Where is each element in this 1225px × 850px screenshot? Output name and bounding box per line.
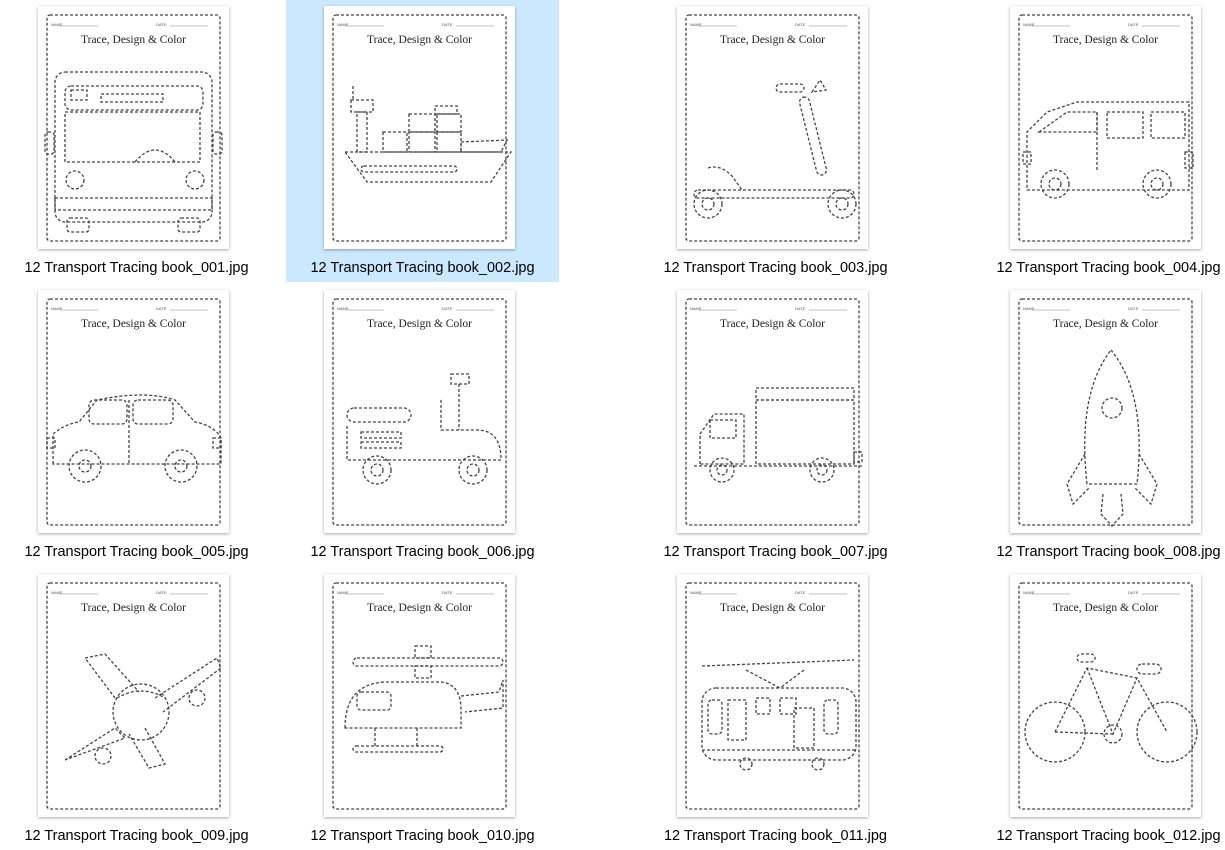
sheet-name-label: NAME	[337, 22, 349, 27]
file-item[interactable]: NAME DATE Trace, Design & Color 12 Transp…	[639, 0, 912, 282]
file-thumbnail: NAME DATE Trace, Design & Color	[38, 574, 229, 817]
sheet-date-label: DATE	[795, 22, 806, 27]
scooter-icon	[685, 14, 860, 242]
file-name[interactable]: 12 Transport Tracing book_006.jpg	[310, 544, 535, 560]
sheet-date-label: DATE	[156, 306, 167, 311]
sheet-name-label: NAME	[1023, 306, 1035, 311]
file-thumbnail: NAME DATE Trace, Design & Color	[677, 6, 868, 249]
file-item[interactable]: NAME DATE Trace, Design & Color 12 Transp…	[639, 568, 912, 850]
file-name[interactable]: 12 Transport Tracing book_011.jpg	[663, 828, 887, 844]
file-thumbnail: NAME DATE Trace, Design & Color	[324, 574, 515, 817]
file-item[interactable]: NAME DATE Trace, Design & Color 12 Transp…	[286, 0, 559, 282]
file-thumbnail: NAME DATE Trace, Design & Color	[324, 290, 515, 533]
sheet-title: Trace, Design & Color	[367, 602, 472, 614]
tram-icon	[685, 582, 860, 810]
sheet-name-label: NAME	[1023, 590, 1035, 595]
rocket-icon	[1018, 298, 1193, 527]
file-item[interactable]: NAME DATE Trace, Design & Color 12 Transp…	[286, 284, 559, 566]
file-thumbnail: NAME DATE Trace, Design & Color	[677, 290, 868, 533]
bus-icon	[44, 14, 223, 242]
sheet-date-label: DATE	[1128, 306, 1139, 311]
file-name[interactable]: 12 Transport Tracing book_004.jpg	[996, 260, 1221, 276]
file-item[interactable]: NAME DATE Trace, Design & Color 12 Transp…	[972, 0, 1225, 282]
sheet-date-label: DATE	[156, 22, 167, 27]
sheet-date-label: DATE	[442, 22, 453, 27]
sheet-name-label: NAME	[1023, 22, 1035, 27]
sheet-title: Trace, Design & Color	[367, 318, 472, 330]
file-thumbnail: NAME DATE Trace, Design & Color	[677, 574, 868, 817]
file-name[interactable]: 12 Transport Tracing book_002.jpg	[310, 260, 535, 276]
sheet-title: Trace, Design & Color	[367, 34, 472, 46]
file-thumbnail: NAME DATE Trace, Design & Color	[38, 290, 229, 533]
sheet-name-label: NAME	[690, 590, 702, 595]
sheet-date-label: DATE	[1128, 590, 1139, 595]
file-name[interactable]: 12 Transport Tracing book_007.jpg	[663, 544, 888, 560]
sheet-date-label: DATE	[156, 590, 167, 595]
file-name[interactable]: 12 Transport Tracing book_009.jpg	[24, 828, 249, 844]
file-thumbnail: NAME DATE Trace, Design & Color	[1010, 6, 1201, 249]
sheet-title: Trace, Design & Color	[1053, 602, 1158, 614]
sheet-date-label: DATE	[442, 306, 453, 311]
file-item[interactable]: NAME DATE Trace, Design & Color 12 Transp…	[0, 0, 273, 282]
ship-icon	[332, 14, 513, 242]
file-item[interactable]: NAME DATE Trace, Design & Color 12 Transp…	[639, 284, 912, 566]
sheet-title: Trace, Design & Color	[81, 602, 186, 614]
sheet-name-label: NAME	[51, 590, 63, 595]
file-item[interactable]: NAME DATE Trace, Design & Color 12 Transp…	[0, 284, 273, 566]
file-item[interactable]: NAME DATE Trace, Design & Color 12 Transp…	[286, 568, 559, 850]
sheet-title: Trace, Design & Color	[720, 318, 825, 330]
sheet-name-label: NAME	[51, 22, 63, 27]
sheet-name-label: NAME	[51, 306, 63, 311]
sheet-title: Trace, Design & Color	[1053, 34, 1158, 46]
file-name[interactable]: 12 Transport Tracing book_001.jpg	[24, 260, 249, 276]
file-thumbnail: NAME DATE Trace, Design & Color	[324, 6, 515, 249]
motor-scooter-icon	[332, 298, 507, 526]
file-name[interactable]: 12 Transport Tracing book_003.jpg	[663, 260, 888, 276]
sheet-title: Trace, Design & Color	[81, 34, 186, 46]
sheet-date-label: DATE	[795, 590, 806, 595]
sheet-title: Trace, Design & Color	[720, 602, 825, 614]
airplane-icon	[46, 582, 222, 810]
sheet-name-label: NAME	[690, 306, 702, 311]
truck-icon	[685, 298, 863, 526]
file-name[interactable]: 12 Transport Tracing book_005.jpg	[24, 544, 249, 560]
van-icon	[1018, 14, 1194, 242]
sheet-date-label: DATE	[795, 306, 806, 311]
car-icon	[46, 298, 222, 526]
bicycle-icon	[1018, 582, 1198, 810]
sheet-name-label: NAME	[337, 306, 349, 311]
sheet-title: Trace, Design & Color	[81, 318, 186, 330]
file-name[interactable]: 12 Transport Tracing book_012.jpg	[996, 828, 1221, 844]
file-item[interactable]: NAME DATE Trace, Design & Color 12 Transp…	[0, 568, 273, 850]
sheet-title: Trace, Design & Color	[1053, 318, 1158, 330]
sheet-date-label: DATE	[1128, 22, 1139, 27]
file-item[interactable]: NAME DATE Trace, Design & Color 12 Transp…	[972, 284, 1225, 566]
sheet-date-label: DATE	[442, 590, 453, 595]
file-item[interactable]: NAME DATE Trace, Design & Color 12 Transp…	[972, 568, 1225, 850]
file-name[interactable]: 12 Transport Tracing book_010.jpg	[310, 828, 535, 844]
sheet-title: Trace, Design & Color	[720, 34, 825, 46]
sheet-name-label: NAME	[337, 590, 349, 595]
file-thumbnail: NAME DATE Trace, Design & Color	[38, 6, 229, 249]
file-thumbnail: NAME DATE Trace, Design & Color	[1010, 290, 1201, 533]
file-name[interactable]: 12 Transport Tracing book_008.jpg	[996, 544, 1221, 560]
file-thumbnail: NAME DATE Trace, Design & Color	[1010, 574, 1201, 817]
sheet-name-label: NAME	[690, 22, 702, 27]
helicopter-icon	[332, 582, 507, 810]
